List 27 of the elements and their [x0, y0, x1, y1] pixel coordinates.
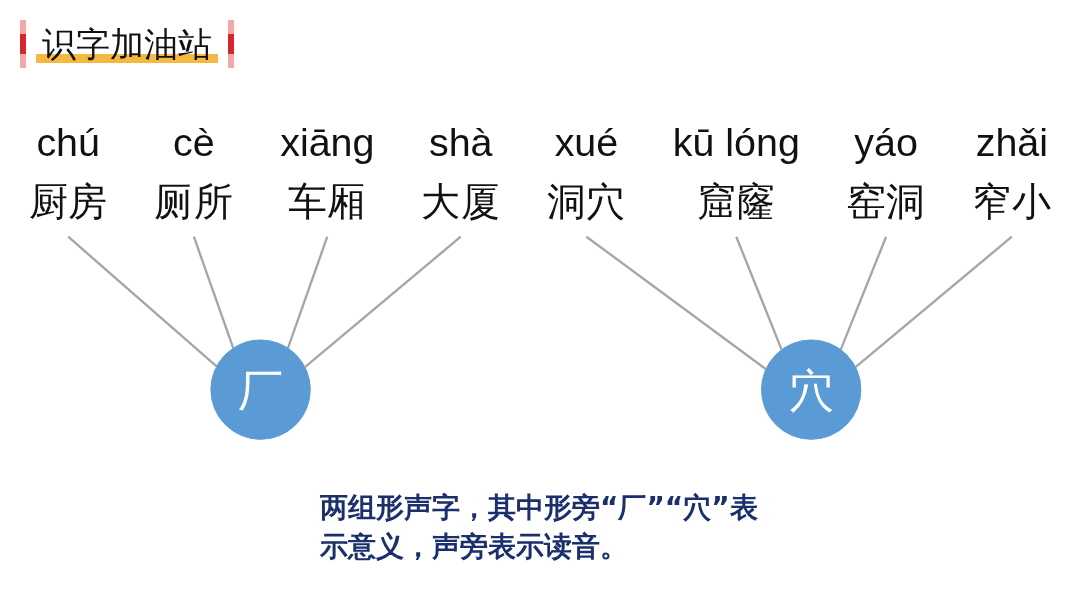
- node-text: 厕所: [154, 178, 234, 225]
- node-label: kū lóng: [672, 120, 800, 165]
- node-label: cè: [173, 120, 215, 165]
- node-text: 车厢: [287, 178, 367, 225]
- node-label: xué: [554, 120, 619, 165]
- connector: [854, 235, 1013, 369]
- node-circle: 厂: [210, 339, 311, 440]
- node-text: 窟窿: [696, 178, 776, 225]
- node-label: chú: [36, 120, 100, 165]
- node-text: 大厦: [421, 178, 501, 225]
- note-text: 两组形声字，其中形旁“厂”“穴”表示意义，声旁表示读音。: [320, 490, 759, 566]
- node-text: 洞穴: [547, 178, 626, 225]
- connector: [286, 236, 329, 349]
- node-text: 窄小: [972, 178, 1052, 225]
- node-label: yáo: [854, 120, 918, 165]
- node-label: shà: [428, 120, 493, 165]
- node-text: 厨房: [28, 178, 108, 225]
- connector: [192, 236, 235, 349]
- node-circle: 穴: [761, 339, 862, 440]
- connector: [304, 235, 462, 369]
- node-label: zhǎi: [975, 120, 1048, 165]
- node-text: 窑洞: [846, 178, 926, 225]
- connector: [585, 235, 767, 371]
- connector: [735, 236, 783, 351]
- node-label: xiāng: [280, 120, 375, 165]
- connector: [839, 236, 888, 351]
- connector: [67, 235, 218, 368]
